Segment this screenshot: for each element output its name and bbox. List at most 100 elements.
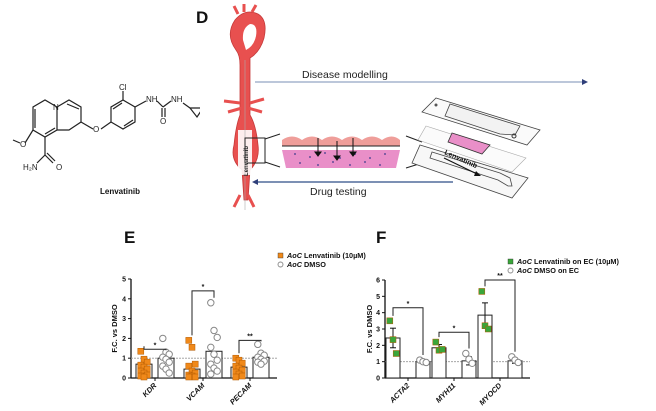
data-point xyxy=(137,348,145,355)
significance-label: ** xyxy=(247,333,253,340)
x-tick-label: KDR xyxy=(141,381,159,399)
data-point xyxy=(462,349,470,358)
compound-name: Lenvatinib xyxy=(100,187,141,196)
data-point xyxy=(432,338,440,346)
y-tick-label: 6 xyxy=(376,278,380,285)
x-tick-label: ACTA2 xyxy=(387,380,412,405)
y-tick-label: 2 xyxy=(122,336,126,343)
y-tick-label: 3 xyxy=(122,316,126,323)
data-point xyxy=(478,288,486,295)
atom-o-amide: O xyxy=(56,163,62,172)
data-point xyxy=(210,350,218,358)
legend-text: Lenvatinib on EC (10µM) xyxy=(532,257,619,266)
data-point xyxy=(386,317,394,325)
x-tick-label: MYOCD xyxy=(477,381,504,408)
significance-label: ** xyxy=(497,273,503,280)
lenvatinib-structure: N O Cl NH NH O O O H₂N xyxy=(12,83,200,172)
y-tick-label: 5 xyxy=(122,277,126,284)
data-point xyxy=(191,360,199,368)
legend-prefix: AoC xyxy=(516,266,533,275)
panel-letter-d: D xyxy=(196,8,209,27)
molecule-bonds xyxy=(12,91,200,164)
data-point xyxy=(165,358,173,366)
data-point xyxy=(188,344,196,351)
y-tick-label: 4 xyxy=(376,310,380,317)
atom-cl: Cl xyxy=(119,83,127,92)
molecule-atom-labels: N O Cl NH NH O O O H₂N xyxy=(20,83,183,172)
data-point xyxy=(422,358,430,367)
y-tick-label: 5 xyxy=(376,294,380,301)
aorta-lenvatinib-label: Lenvatinib xyxy=(244,146,250,176)
significance-label: * xyxy=(453,325,456,332)
data-point xyxy=(392,350,400,357)
flow-label-disease-modelling: Disease modelling xyxy=(302,69,388,81)
legend-marker-circle xyxy=(507,267,514,274)
x-tick-label: PECAM xyxy=(228,381,254,407)
legend-text: DMSO on EC xyxy=(532,266,580,275)
significance-label: * xyxy=(154,342,157,349)
significance-bracket xyxy=(392,307,424,356)
data-point xyxy=(468,359,476,367)
y-axis-label: F.C. vs DMSO xyxy=(110,304,119,353)
data-point xyxy=(207,343,215,352)
atom-n-ring: N xyxy=(53,103,59,112)
data-point xyxy=(389,336,397,343)
data-point xyxy=(159,334,167,343)
atom-nh1: NH xyxy=(146,95,158,104)
disease-modelling-arrowhead xyxy=(582,79,588,85)
flow-label-drug-testing: Drug testing xyxy=(310,186,367,198)
legend-prefix: AoC xyxy=(286,251,303,260)
legend-entry: AoC DMSO on EC xyxy=(516,266,580,275)
panel-letter-f: F xyxy=(376,228,387,247)
organ-chip-illustration: Lenvatinib xyxy=(411,97,541,199)
data-point xyxy=(213,367,221,375)
atom-o-carbonyl: O xyxy=(160,117,166,126)
data-point xyxy=(257,360,265,368)
y-tick-label: 3 xyxy=(376,327,380,334)
data-point xyxy=(238,372,246,380)
drug-testing-arrowhead xyxy=(252,179,258,185)
legend-entry: AoC DMSO xyxy=(286,260,326,269)
cell-layer-illustration xyxy=(282,135,423,169)
data-point xyxy=(210,326,218,335)
y-tick-label: 2 xyxy=(376,343,380,350)
legend-prefix: AoC xyxy=(516,257,533,266)
legend-entry: AoC Lenvatinib (10µM) xyxy=(286,251,366,260)
aoc-illustration: Lenvatinib Lenvatinib xyxy=(223,4,588,210)
data-point xyxy=(185,373,193,381)
data-point xyxy=(213,333,221,342)
x-tick-label: MYH11 xyxy=(434,381,458,405)
data-point xyxy=(207,299,215,307)
data-point xyxy=(213,356,221,364)
legend-entry: AoC Lenvatinib on EC (10µM) xyxy=(516,257,619,266)
data-point xyxy=(254,340,262,349)
significance-bracket xyxy=(238,339,262,354)
data-point xyxy=(191,373,199,381)
atom-nh2: NH xyxy=(171,95,183,104)
significance-bracket xyxy=(438,331,470,349)
y-tick-label: 0 xyxy=(376,376,380,383)
significance-label: * xyxy=(202,284,205,291)
legend-marker-square xyxy=(507,258,514,265)
data-point xyxy=(185,337,193,344)
data-point xyxy=(140,373,148,381)
data-point xyxy=(514,358,522,367)
panel-letter-e: E xyxy=(124,228,136,247)
y-tick-label: 1 xyxy=(376,359,380,366)
legend-marker-circle xyxy=(277,261,284,268)
data-point xyxy=(438,346,446,353)
data-point xyxy=(484,325,492,333)
y-tick-label: 0 xyxy=(122,376,126,383)
aorta-illustration: Lenvatinib xyxy=(223,4,281,210)
data-point xyxy=(232,373,240,381)
legend-prefix: AoC xyxy=(286,260,303,269)
significance-bracket xyxy=(143,346,167,351)
atom-amide-nh2: H₂N xyxy=(23,163,38,172)
data-point xyxy=(207,370,215,378)
significance-label: * xyxy=(407,301,410,308)
significance-bracket xyxy=(484,279,516,352)
legend-marker-square xyxy=(277,252,284,259)
